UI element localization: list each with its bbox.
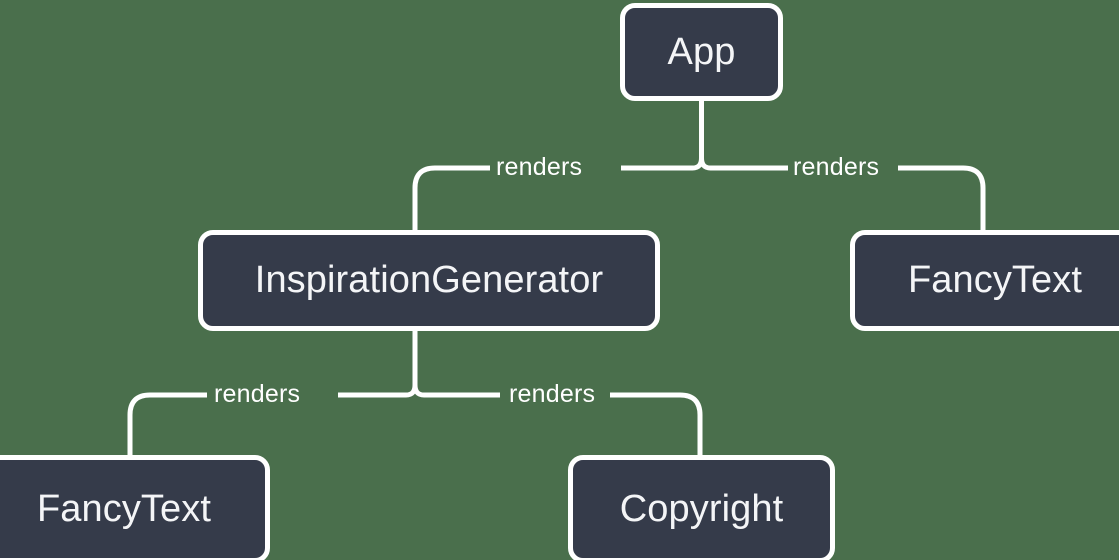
- node-fancy-text-left[interactable]: FancyText: [0, 455, 270, 560]
- node-fancy-text-right[interactable]: FancyText: [850, 230, 1119, 331]
- connector-inspgen-split-right: [412, 384, 464, 398]
- node-copyright-label: Copyright: [619, 487, 784, 530]
- node-inspiration-generator-label: InspirationGenerator: [254, 259, 604, 301]
- connector-app-split-left: [651, 157, 704, 171]
- connector-app-to-inspgen-elbow: [412, 165, 490, 230]
- node-copyright[interactable]: Copyright: [568, 455, 835, 560]
- node-app-label: App: [667, 30, 736, 73]
- node-fancy-text-right-label: FancyText: [907, 259, 1083, 301]
- connector-inspgen-to-fancyleft-elbow: [127, 392, 207, 455]
- node-inspiration-generator[interactable]: InspirationGenerator: [198, 230, 660, 331]
- edge-label-inspiration-generator-to-copyright: renders: [509, 380, 596, 408]
- node-app[interactable]: App: [620, 3, 783, 101]
- connector-inspgen-split-left: [366, 384, 418, 398]
- edge-label-app-to-inspiration-generator: renders: [496, 153, 583, 181]
- connector-app-to-fancyright-elbow: [898, 165, 986, 230]
- node-fancy-text-left-label: FancyText: [36, 487, 212, 530]
- edge-label-app-to-fancy-text: renders: [793, 153, 880, 181]
- connector-app-split-right: [699, 157, 752, 171]
- edge-label-inspiration-generator-to-fancy-text: renders: [214, 380, 301, 408]
- connector-inspgen-to-copyright-elbow: [610, 392, 703, 455]
